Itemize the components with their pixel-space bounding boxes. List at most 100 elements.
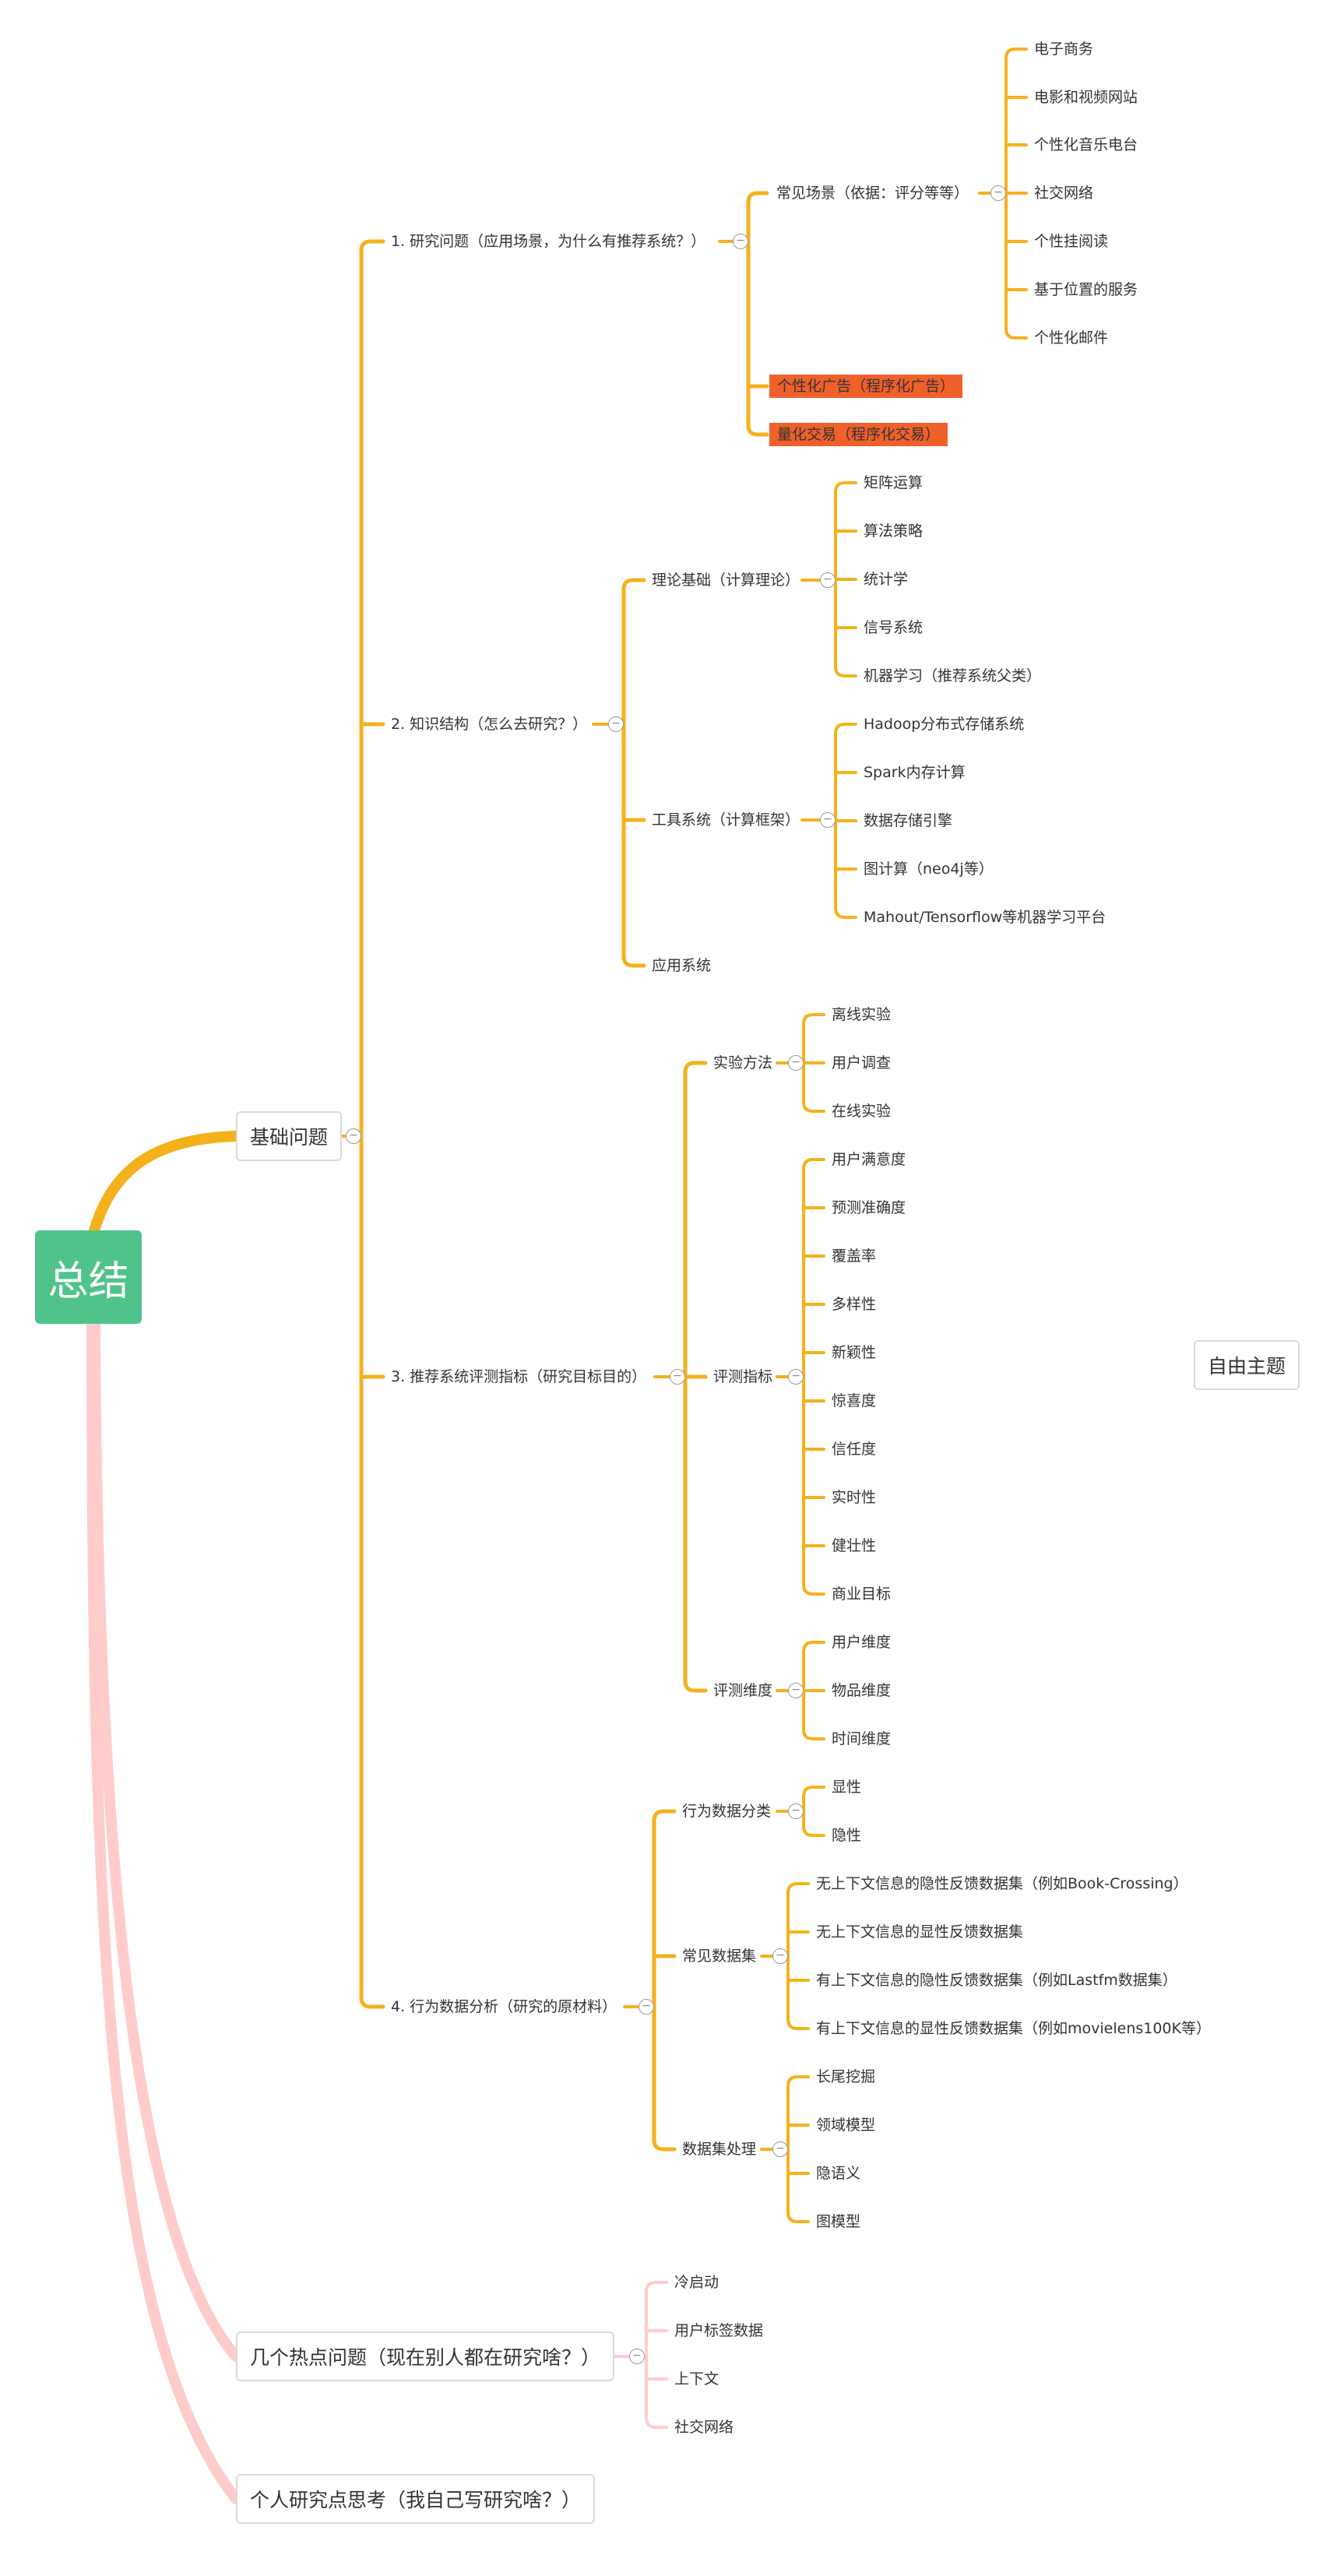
bracket-hook [834, 906, 857, 919]
leaf-tool[interactable]: Hadoop分布式存储系统 [864, 716, 1025, 733]
leaf-dataset[interactable]: 无上下文信息的隐性反馈数据集（例如Book-Crossing） [816, 1875, 1188, 1892]
main-topic-basic[interactable]: 基础问题 [236, 1111, 343, 1161]
collapse-toggle-icon[interactable]: − [608, 716, 624, 732]
collapse-toggle-icon[interactable]: − [772, 2141, 788, 2157]
leaf-theory[interactable]: 信号系统 [864, 619, 924, 636]
leaf-metric[interactable]: 预测准确度 [832, 1199, 906, 1216]
main-topic-personal[interactable]: 个人研究点思考（我自己写研究啥？） [236, 2474, 596, 2524]
leaf-scene[interactable]: 社交网络 [1034, 185, 1094, 202]
leaf-scene[interactable]: 电子商务 [1034, 40, 1094, 58]
bracket-hook [645, 2281, 668, 2293]
leaf-dimension[interactable]: 用户维度 [832, 1634, 892, 1651]
leaf-theory[interactable]: 统计学 [864, 571, 909, 588]
leaf-theory[interactable]: 矩阵运算 [864, 474, 924, 491]
node-tools[interactable]: 工具系统（计算框架） [652, 811, 800, 829]
leaf-metric[interactable]: 健壮性 [832, 1537, 877, 1554]
collapse-toggle-icon[interactable]: − [639, 1999, 654, 2015]
bracket-hook [359, 239, 385, 253]
bracket-hook [621, 578, 646, 592]
collapse-toggle-icon[interactable]: − [772, 1948, 788, 1964]
branch-evaluation-metrics[interactable]: 3. 推荐系统评测指标（研究目标目的） [391, 1368, 647, 1385]
leaf-hot-topic[interactable]: 用户标签数据 [674, 2322, 764, 2339]
collapse-toggle-icon[interactable]: − [820, 812, 836, 828]
bracket-hook [802, 1641, 825, 1653]
node-theory[interactable]: 理论基础（计算理论） [652, 572, 800, 589]
node-quant-trading[interactable]: 量化交易（程序化交易） [769, 423, 948, 446]
leaf-scene[interactable]: 个性挂阅读 [1034, 233, 1109, 250]
leaf-metric[interactable]: 惊喜度 [832, 1392, 877, 1409]
bracket-hook [802, 1728, 825, 1740]
collapse-toggle-icon[interactable]: − [990, 185, 1006, 201]
leaf-dimension[interactable]: 物品维度 [832, 1682, 892, 1699]
node-experiment-methods[interactable]: 实验方法 [713, 1054, 773, 1072]
leaf-class[interactable]: 隐性 [832, 1827, 862, 1844]
free-topic[interactable]: 自由主题 [1194, 1340, 1300, 1390]
root-node[interactable]: 总结 [35, 1230, 142, 1324]
leaf-dataset[interactable]: 有上下文信息的隐性反馈数据集（例如Lastfm数据集） [816, 1972, 1177, 1989]
bracket-hook [786, 1882, 810, 1895]
leaf-tool[interactable]: 图计算（neo4j等） [864, 860, 994, 878]
collapse-toggle-icon[interactable]: − [346, 1128, 361, 1144]
leaf-tool[interactable]: Mahout/Tensorflow等机器学习平台 [864, 909, 1107, 926]
node-common-scenes[interactable]: 常见场景（依据：评分等等） [776, 185, 969, 202]
collapse-toggle-icon[interactable]: − [733, 234, 748, 249]
leaf-processing[interactable]: 隐语义 [816, 2165, 861, 2182]
leaf-hot-topic[interactable]: 上下文 [674, 2370, 719, 2388]
root-to-basic [86, 1131, 241, 1245]
collapse-toggle-icon[interactable]: − [820, 572, 836, 588]
root-to-hot [90, 1318, 241, 2362]
leaf-tool[interactable]: 数据存储引擎 [864, 812, 953, 829]
leaf-processing[interactable]: 领域模型 [816, 2117, 876, 2134]
leaf-scene[interactable]: 基于位置的服务 [1034, 281, 1138, 298]
collapse-toggle-icon[interactable]: − [629, 2349, 645, 2364]
bracket-hook [645, 2416, 668, 2429]
leaf-scene[interactable]: 电影和视频网站 [1034, 89, 1138, 106]
collapse-toggle-icon[interactable]: − [670, 1369, 685, 1385]
leaf-hot-topic[interactable]: 冷启动 [674, 2274, 719, 2291]
node-dataset-processing[interactable]: 数据集处理 [682, 2141, 757, 2158]
leaf-metric[interactable]: 用户满意度 [832, 1151, 906, 1168]
leaf-metric[interactable]: 商业目标 [832, 1585, 892, 1603]
leaf-dimension[interactable]: 时间维度 [832, 1730, 892, 1747]
collapse-toggle-icon[interactable]: − [788, 1804, 804, 1819]
bracket-hook [746, 423, 769, 437]
bracket-hook [802, 1100, 825, 1113]
node-personalized-ads[interactable]: 个性化广告（程序化广告） [769, 375, 963, 398]
branch-knowledge-structure[interactable]: 2. 知识结构（怎么去研究？） [391, 716, 588, 733]
leaf-processing[interactable]: 长尾挖掘 [816, 2068, 876, 2085]
bracket-hook [802, 1013, 825, 1026]
leaf-metric[interactable]: 实时性 [832, 1489, 877, 1506]
leaf-metric[interactable]: 多样性 [832, 1296, 877, 1313]
leaf-metric[interactable]: 新颖性 [832, 1344, 877, 1361]
leaf-metric[interactable]: 覆盖率 [832, 1248, 877, 1265]
leaf-method[interactable]: 在线实验 [832, 1103, 892, 1120]
branch-behavior-data[interactable]: 4. 行为数据分析（研究的原材料） [391, 1998, 617, 2015]
leaf-method[interactable]: 离线实验 [832, 1006, 892, 1023]
leaf-theory[interactable]: 机器学习（推荐系统父类） [864, 667, 1042, 684]
collapse-toggle-icon[interactable]: − [788, 1055, 804, 1071]
leaf-tool[interactable]: Spark内存计算 [864, 764, 966, 781]
leaf-theory[interactable]: 算法策略 [864, 523, 924, 540]
bracket-hook [621, 954, 646, 968]
branch-research-question[interactable]: 1. 研究问题（应用场景，为什么有推荐系统？） [391, 233, 706, 250]
leaf-hot-topic[interactable]: 社交网络 [674, 2419, 734, 2436]
leaf-scene[interactable]: 个性化邮件 [1034, 329, 1109, 347]
node-behavior-classes[interactable]: 行为数据分类 [682, 1803, 772, 1820]
leaf-method[interactable]: 用户调查 [832, 1054, 892, 1072]
bracket-hook [683, 1679, 708, 1693]
bracket-hook [652, 1809, 677, 1823]
leaf-scene[interactable]: 个性化音乐电台 [1034, 136, 1138, 153]
leaf-dataset[interactable]: 无上下文信息的显性反馈数据集 [816, 1923, 1024, 1941]
leaf-dataset[interactable]: 有上下文信息的显性反馈数据集（例如movielens100K等） [816, 2020, 1211, 2037]
node-dimensions[interactable]: 评测维度 [713, 1682, 773, 1699]
node-metrics[interactable]: 评测指标 [713, 1368, 773, 1385]
collapse-toggle-icon[interactable]: − [788, 1683, 804, 1698]
bracket-hook [834, 481, 857, 494]
leaf-processing[interactable]: 图模型 [816, 2213, 861, 2230]
node-common-datasets[interactable]: 常见数据集 [682, 1948, 757, 1965]
collapse-toggle-icon[interactable]: − [788, 1369, 804, 1385]
main-topic-hot[interactable]: 几个热点问题（现在别人都在研究啥？） [236, 2331, 615, 2381]
node-app-systems[interactable]: 应用系统 [652, 957, 712, 974]
leaf-class[interactable]: 显性 [832, 1779, 862, 1796]
leaf-metric[interactable]: 信任度 [832, 1441, 877, 1458]
